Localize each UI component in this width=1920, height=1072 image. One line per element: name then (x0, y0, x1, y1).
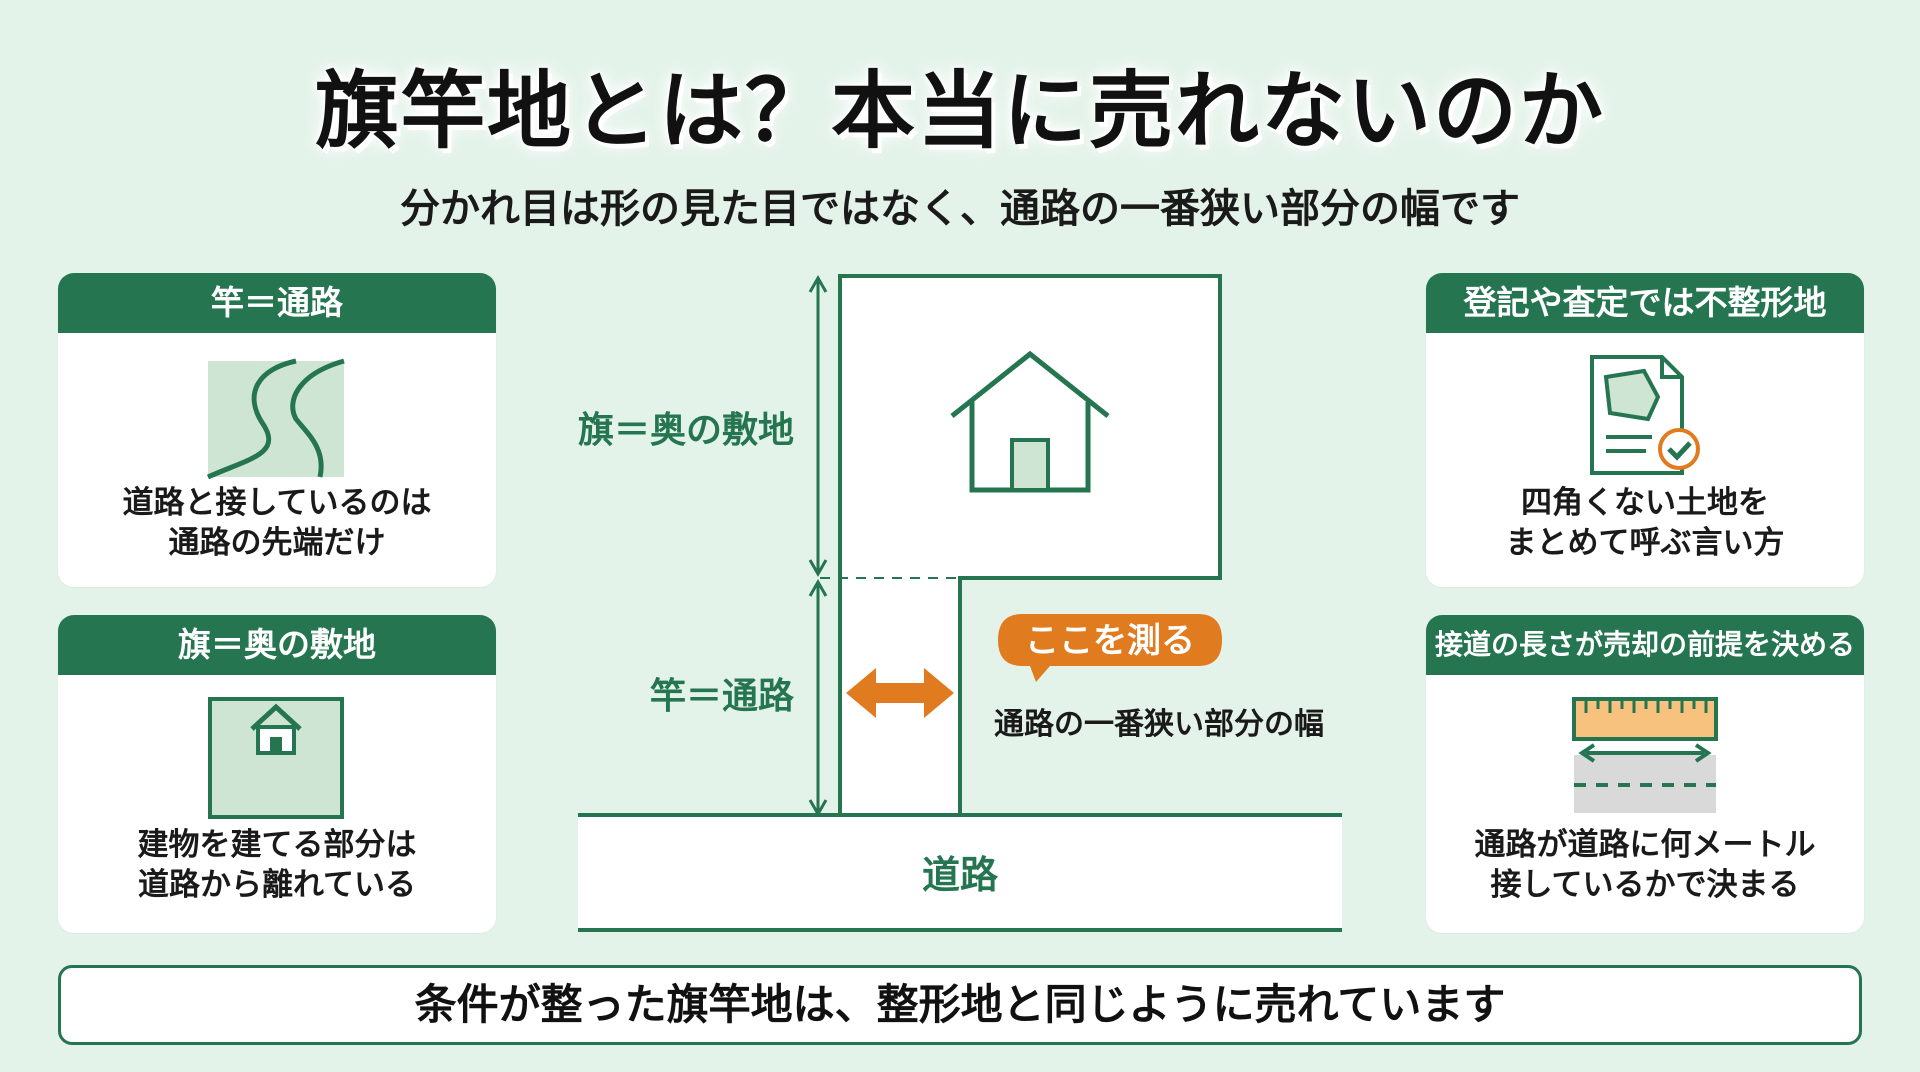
card-irregular-description: 四角くない土地を まとめて呼ぶ言い方 (1426, 483, 1864, 563)
card-flag-definition: 旗＝奥の敷地 建物を建てる部分は 道路から離れている (58, 615, 496, 933)
winding-path-icon (206, 358, 345, 479)
flag-area-label: 旗＝奥の敷地 (578, 410, 794, 451)
measure-badge-text: ここを測る (1025, 621, 1195, 661)
measure-badge-shape (998, 614, 1222, 682)
card-irregular-land: 登記や査定では不整形地 四角くない土地を まとめて呼ぶ言い方 (1426, 273, 1864, 587)
page-subtitle: 分かれ目は形の見た目ではなく、通路の一番狭い部分の幅です (400, 186, 1520, 232)
card-frontage-line2: 接しているかで決まる (1490, 867, 1800, 903)
footer-conclusion: 条件が整った旗竿地は、整形地と同じように売れています (58, 965, 1862, 1045)
pole-area-label: 竿＝通路 (650, 676, 795, 717)
road-area (578, 815, 1342, 930)
card-frontage-heading: 接道の長さが売却の前提を決める (1426, 615, 1864, 675)
width-measure-arrow (846, 668, 954, 718)
card-irregular-line2: まとめて呼ぶ言い方 (1505, 525, 1785, 561)
card-flag-description: 建物を建てる部分は 道路から離れている (58, 825, 496, 905)
card-frontage-description: 通路が道路に何メートル 接しているかで決まる (1426, 825, 1864, 905)
card-pole-heading: 竿＝通路 (58, 273, 496, 333)
house-icon (950, 350, 1110, 493)
card-frontage-line1: 通路が道路に何メートル (1474, 827, 1816, 863)
card-irregular-line1: 四角くない土地を (1521, 485, 1769, 521)
card-flag-line1: 建物を建てる部分は (137, 827, 417, 863)
card-flag-heading: 旗＝奥の敷地 (58, 615, 496, 675)
ruler-road-icon (1572, 697, 1718, 813)
pole-dimension-arrow (808, 578, 828, 818)
card-irregular-heading: 登記や査定では不整形地 (1426, 273, 1864, 333)
measure-caption: 通路の一番狭い部分の幅 (994, 707, 1324, 742)
card-pole-line2: 通路の先端だけ (168, 525, 386, 561)
card-frontage: 接道の長さが売却の前提を決める 通路が道路に何メートル 接しているかで決まる (1426, 615, 1864, 933)
page-title: 旗竿地とは？本当に売れないのか (314, 62, 1605, 160)
flag-dimension-arrow (808, 274, 828, 578)
card-flag-line2: 道路から離れている (137, 867, 417, 903)
card-pole-definition: 竿＝通路 道路と接しているのは 通路の先端だけ (58, 273, 496, 587)
document-check-icon (1590, 355, 1700, 475)
card-pole-line1: 道路と接しているのは (122, 485, 432, 521)
road-label: 道路 (922, 853, 999, 897)
flag-lot-diagram: 旗＝奥の敷地 竿＝通路 道路 ここを測る 通路の一番狭い部分の幅 (578, 274, 1342, 932)
house-lot-icon (208, 697, 344, 819)
card-pole-description: 道路と接しているのは 通路の先端だけ (58, 483, 496, 563)
